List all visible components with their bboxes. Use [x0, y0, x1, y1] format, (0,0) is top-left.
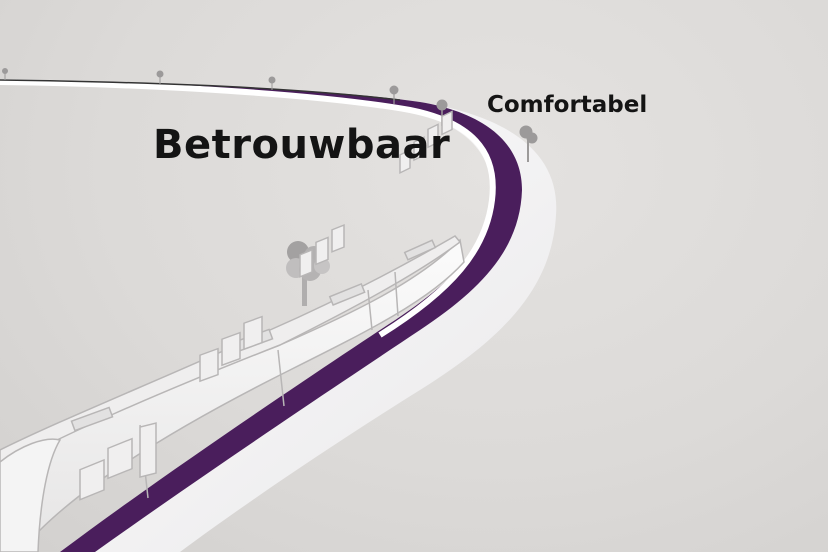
distant-trees	[2, 68, 538, 162]
train-windows	[79, 110, 453, 501]
track-bed	[0, 80, 557, 552]
label-comfortabel: Comfortabel	[487, 92, 648, 118]
tree-icon	[156, 70, 164, 84]
tree-icon	[2, 68, 8, 80]
label-betrouwbaar: Betrouwbaar	[153, 122, 451, 168]
horizon-line	[0, 79, 401, 101]
track-purple-band	[0, 80, 522, 552]
tree-icon	[268, 76, 276, 90]
train	[0, 110, 465, 552]
tree-icon	[519, 125, 538, 162]
tree-icon	[389, 85, 399, 104]
